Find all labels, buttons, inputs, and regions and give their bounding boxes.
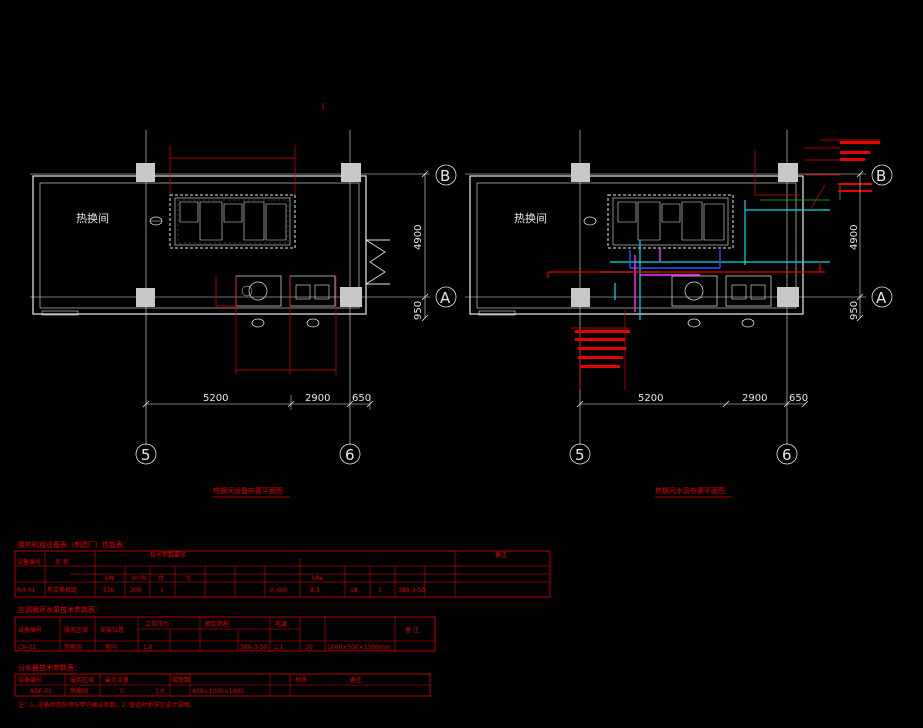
axis-bubble-B xyxy=(435,164,457,186)
table-cell: 名 称 xyxy=(55,558,69,566)
table-cell: 18 xyxy=(350,587,358,594)
table-cell: 服务区域 xyxy=(70,676,94,684)
axis-label-5: 5 xyxy=(141,446,151,464)
column xyxy=(341,163,361,182)
table-cell: 1.0 xyxy=(155,688,165,695)
table-cell: 热交换机组 xyxy=(47,586,77,594)
table-cell: kPa xyxy=(312,575,323,582)
notes: 注：1. 设备供货前须与甲方确认参数；2. 管道材质详见设计说明。 xyxy=(18,701,195,709)
table-cell: 400×1000×1400 xyxy=(192,688,244,695)
column xyxy=(340,287,362,307)
drawing-title: 热换间水管布置平面图 xyxy=(655,486,725,495)
dim-2900: 2900 xyxy=(305,393,330,404)
axis-label-A: A xyxy=(876,289,887,307)
table-cell: 3 xyxy=(378,587,382,594)
axis-label-5: 5 xyxy=(575,446,585,464)
column xyxy=(778,163,798,182)
axis-bubble-A xyxy=(871,286,893,308)
right-plan: 热换间 5200 2900 650 4900 950 B A 5 6 热换间水管… xyxy=(465,130,893,498)
table-heat-exchanger: 换热机组设备表（制造厂）性能表： 设备编号 名 称 技术参数要求 备注 kW m… xyxy=(14,540,551,598)
column xyxy=(571,163,590,182)
table-cell: 热换间 xyxy=(70,687,88,695)
table-cell: 安装位置 xyxy=(100,626,124,634)
table-cell: kW xyxy=(105,575,114,582)
table-cell: 设备编号 xyxy=(17,558,41,566)
column xyxy=(777,287,799,307)
table-cell: CH-01 xyxy=(18,644,37,651)
table-distributor: 分水器技术参数表： 设备编号 服务区域 最大流量 接管数 材质 备注 ADF-0… xyxy=(14,663,431,697)
dim-5200: 5200 xyxy=(638,393,663,404)
table-title: 空调循环水泵技术参数表： xyxy=(18,605,102,614)
table-title: 分水器技术参数表： xyxy=(18,663,81,672)
room-label: 热换间 xyxy=(514,211,547,225)
axis-label-B: B xyxy=(876,167,886,185)
table-cell: 台 xyxy=(158,574,164,582)
table-cell: 380-3-50 xyxy=(398,587,425,594)
table-cell: m³/h xyxy=(132,575,146,582)
left-plan: 热换间 5200 2900 650 4900 950 B A 5 6 热换间设备… xyxy=(30,103,457,498)
dim-650: 650 xyxy=(789,393,808,404)
axis-bubble-A xyxy=(435,286,457,308)
table-cell: 备 注 xyxy=(405,626,419,634)
table-cell: 服务区域 xyxy=(64,626,88,634)
dim-4900: 4900 xyxy=(413,225,424,250)
dim-950: 950 xyxy=(849,301,860,320)
dim-4900: 4900 xyxy=(849,225,860,250)
dim-5200: 5200 xyxy=(203,393,228,404)
table-cell: 510 xyxy=(103,587,115,594)
table-title: 换热机组设备表（制造厂）性能表： xyxy=(18,540,130,549)
dim-2900: 2900 xyxy=(742,393,767,404)
axis-label-6: 6 xyxy=(345,446,355,464)
table-cell: 8.3 xyxy=(310,587,320,594)
table-cell: 备注 xyxy=(495,551,507,559)
table-cell: 10 xyxy=(305,644,313,651)
table-cell: 接管数 xyxy=(172,676,190,684)
axis-label-A: A xyxy=(440,289,451,307)
table-cell: ℃ xyxy=(185,575,192,582)
table-cell: RH-01 xyxy=(17,587,36,594)
column xyxy=(136,288,155,307)
column xyxy=(571,288,590,307)
table-cell: 1 xyxy=(160,587,164,594)
table-cell: 额定扬程 xyxy=(205,620,229,628)
axis-bubble-6 xyxy=(339,443,361,465)
table-cell: 设备编号 xyxy=(18,676,42,684)
table-cell: 1000×500×1500mm xyxy=(327,644,391,651)
table-cell: 0 xyxy=(120,688,124,695)
dim-950: 950 xyxy=(413,301,424,320)
dim-650: 650 xyxy=(352,393,371,404)
table-cell: 最大流量 xyxy=(105,676,129,684)
table-cell: 工作压力 xyxy=(145,620,169,628)
table-cell: 1.1 xyxy=(274,644,284,651)
table-cell: 380-3-50 xyxy=(240,644,267,651)
axis-bubble-5 xyxy=(135,443,157,465)
axis-bubble-5 xyxy=(569,443,591,465)
column xyxy=(136,163,155,182)
axis-label-6: 6 xyxy=(782,446,792,464)
table-cell: 电源 xyxy=(275,620,287,628)
table-cell: 设备编号 xyxy=(18,626,42,634)
axis-label-B: B xyxy=(440,167,450,185)
table-cell: 技术参数要求 xyxy=(150,551,186,559)
drawing-title: 热换间设备布置平面图 xyxy=(213,486,283,495)
table-cell: 200 xyxy=(130,587,142,594)
table-cell: 室内 xyxy=(105,643,117,651)
table-cell: ADF-01 xyxy=(30,688,52,695)
table-cell: 备注 xyxy=(350,676,362,684)
axis-bubble-6 xyxy=(776,443,798,465)
table-pump: 空调循环水泵技术参数表： 设备编号 服务区域 安装位置 工作压力 额定扬程 电源… xyxy=(14,605,436,652)
table-cell: 热换间 xyxy=(64,643,82,651)
table-cell: 0.400 xyxy=(270,587,287,594)
table-cell: 材质 xyxy=(295,676,307,684)
room-label: 热换间 xyxy=(76,211,109,225)
table-cell: 1.0 xyxy=(143,644,153,651)
axis-bubble-B xyxy=(871,164,893,186)
